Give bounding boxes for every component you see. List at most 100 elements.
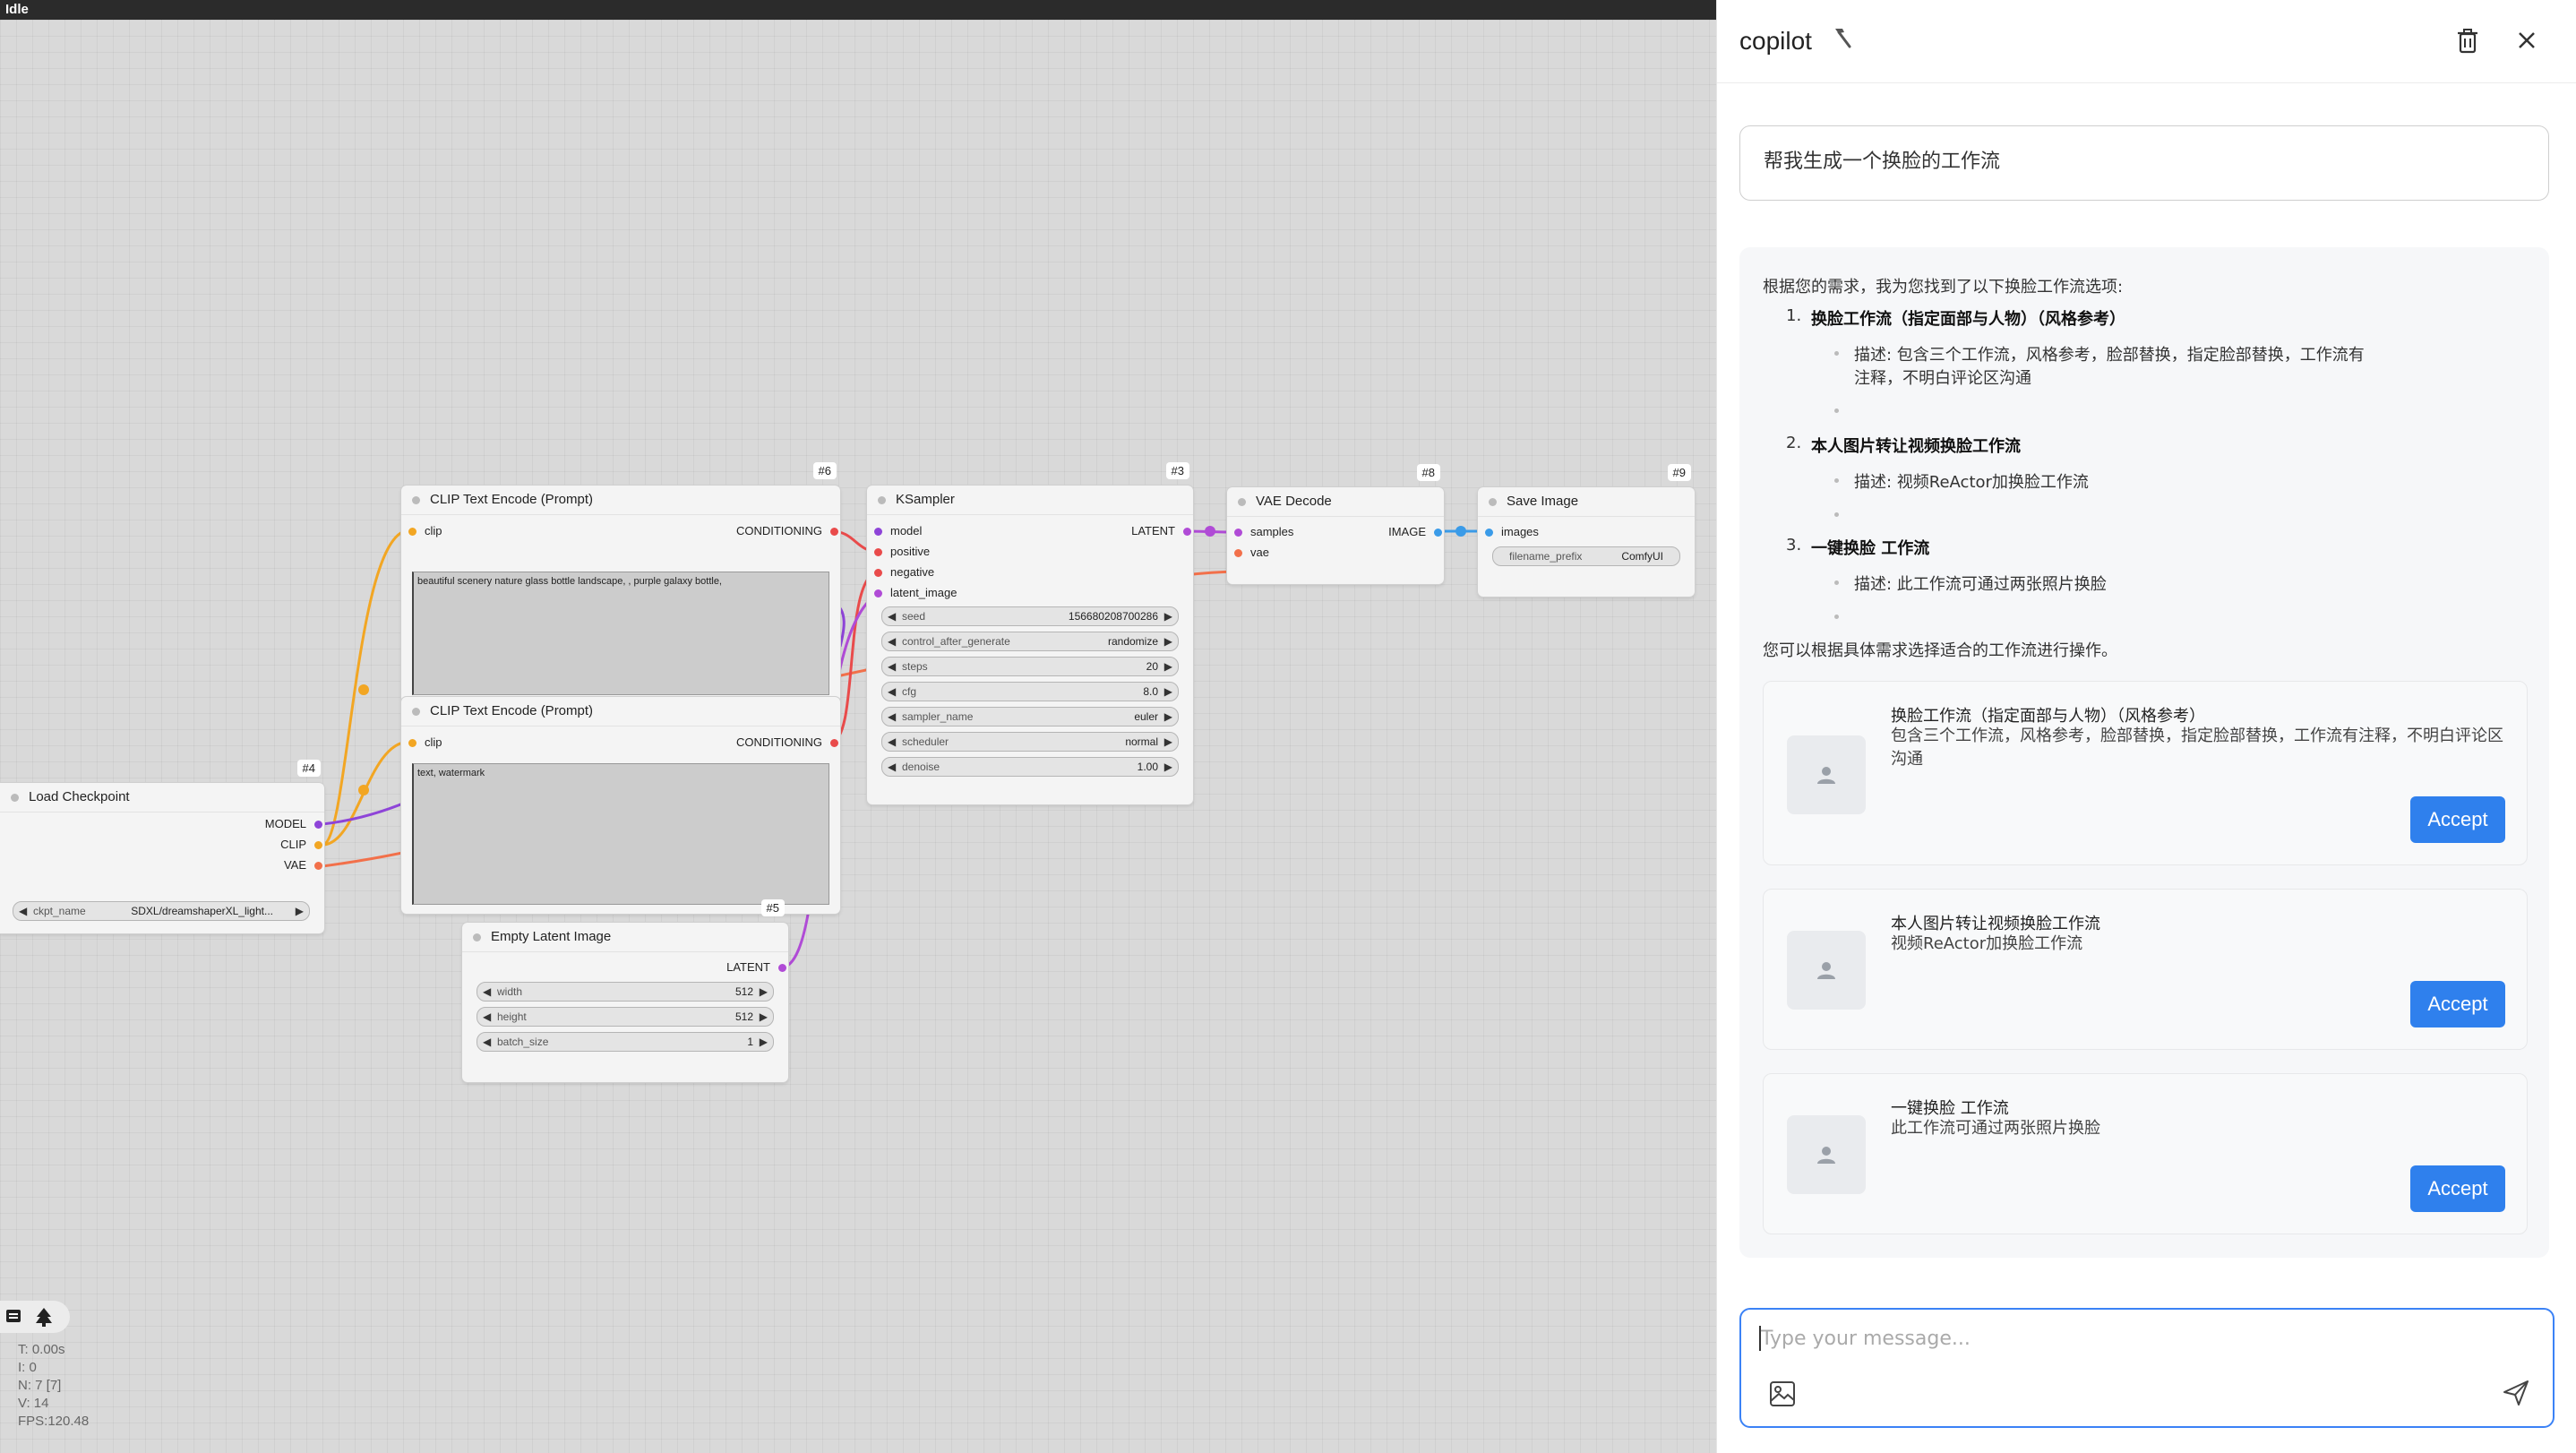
card-title: 本人图片转让视频换脸工作流	[1891, 911, 2100, 934]
widget-scheduler[interactable]: ◀schedulernormal▶	[881, 732, 1179, 752]
widget-cfg[interactable]: ◀cfg8.0▶	[881, 682, 1179, 701]
input-samples[interactable]: samples	[1234, 524, 1293, 540]
workflow-card: 一键换脸 工作流 此工作流可通过两张照片换脸 Accept	[1763, 1073, 2528, 1234]
output-latent[interactable]: LATENT	[1131, 523, 1191, 539]
widget-seed[interactable]: ◀seed156680208700286▶	[881, 606, 1179, 626]
input-negative[interactable]: negative	[874, 564, 934, 580]
avatar	[1787, 1115, 1866, 1194]
workflow-card: 本人图片转让视频换脸工作流 视频ReActor加换脸工作流 Accept	[1763, 889, 2528, 1050]
input-vae[interactable]: vae	[1234, 545, 1269, 561]
node-id: #3	[1166, 462, 1189, 479]
item-number: 1.	[1786, 306, 1801, 325]
close-icon[interactable]	[2511, 24, 2543, 56]
user-message: 帮我生成一个换脸的工作流	[1739, 125, 2549, 201]
item-desc: 描述: 此工作流可通过两张照片换脸	[1854, 572, 2107, 595]
node-graph-canvas[interactable]: #6 CLIP Text Encode (Prompt) clip CONDIT…	[0, 20, 1716, 1453]
response-outro: 您可以根据具体需求选择适合的工作流进行操作。	[1763, 638, 2117, 661]
accept-button[interactable]: Accept	[2410, 1165, 2505, 1212]
accept-button[interactable]: Accept	[2410, 981, 2505, 1027]
stat-v: V: 14	[18, 1395, 89, 1413]
prompt-textarea[interactable]: text, watermark	[412, 763, 829, 905]
input-latent-image[interactable]: latent_image	[874, 585, 957, 601]
node-id: #6	[813, 462, 837, 479]
image-upload-icon[interactable]	[1768, 1380, 1797, 1408]
card-desc: 此工作流可通过两张照片换脸	[1891, 1117, 2509, 1140]
widget-control-after-generate[interactable]: ◀control_after_generaterandomize▶	[881, 632, 1179, 651]
input-clip[interactable]: clip	[408, 735, 442, 751]
render-stats: T: 0.00s I: 0 N: 7 [7] V: 14 FPS:120.48	[18, 1341, 89, 1431]
copilot-title: copilot	[1739, 27, 1812, 56]
node-id: #8	[1417, 464, 1440, 481]
status-text: Idle	[5, 2, 29, 17]
avatar	[1787, 931, 1866, 1010]
node-title[interactable]: CLIP Text Encode (Prompt)	[401, 486, 840, 515]
item-desc: 描述: 视频ReActor加换脸工作流	[1854, 469, 2089, 493]
hammer-icon	[1828, 25, 1853, 54]
node-id: #5	[761, 899, 785, 916]
stat-i: I: 0	[18, 1359, 89, 1377]
node-title[interactable]: KSampler	[867, 486, 1193, 515]
trash-icon[interactable]	[2451, 24, 2484, 56]
widget-steps[interactable]: ◀steps20▶	[881, 657, 1179, 676]
widget-filename-prefix[interactable]: filename_prefixComfyUI	[1492, 546, 1680, 566]
item-number: 2.	[1786, 434, 1801, 452]
item-desc: 描述: 包含三个工作流，风格参考，脸部替换，指定脸部替换，工作流有	[1854, 342, 2365, 365]
workflow-card: 换脸工作流（指定面部与人物）（风格参考） 包含三个工作流，风格参考，脸部替换，指…	[1763, 681, 2528, 865]
node-title[interactable]: Empty Latent Image	[462, 923, 788, 952]
widget-sampler-name[interactable]: ◀sampler_nameeuler▶	[881, 707, 1179, 726]
widget-height[interactable]: ◀height512▶	[477, 1007, 774, 1027]
node-title[interactable]: CLIP Text Encode (Prompt)	[401, 697, 840, 726]
output-clip[interactable]: CLIP	[280, 837, 322, 853]
vae-decode-node[interactable]: #8 VAE Decode samples vae IMAGE	[1227, 487, 1444, 584]
input-clip[interactable]: clip	[408, 523, 442, 539]
stat-fps: FPS:120.48	[18, 1413, 89, 1431]
output-conditioning[interactable]: CONDITIONING	[736, 523, 838, 539]
load-checkpoint-node[interactable]: #4 Load Checkpoint MODEL CLIP VAE ◀ckpt_…	[0, 783, 324, 933]
card-title: 一键换脸 工作流	[1891, 1096, 2009, 1119]
copilot-header: copilot	[1717, 0, 2576, 83]
clip-text-encode-positive-node[interactable]: #6 CLIP Text Encode (Prompt) clip CONDIT…	[401, 486, 840, 702]
item-number: 3.	[1786, 536, 1801, 555]
response-intro: 根据您的需求，我为您找到了以下换脸工作流选项:	[1763, 274, 2123, 297]
save-image-node[interactable]: #9 Save Image images filename_prefixComf…	[1478, 487, 1695, 597]
prompt-textarea[interactable]: beautiful scenery nature glass bottle la…	[412, 572, 829, 695]
ksampler-node[interactable]: #3 KSampler model positive negative late…	[867, 486, 1193, 804]
widget-batch-size[interactable]: ◀batch_size1▶	[477, 1032, 774, 1052]
item-title: 一键换脸 工作流	[1811, 536, 1929, 559]
node-title[interactable]: VAE Decode	[1227, 487, 1444, 517]
stat-nodes: N: 7 [7]	[18, 1377, 89, 1395]
input-images[interactable]: images	[1485, 524, 1539, 540]
widget-ckpt-name[interactable]: ◀ckpt_nameSDXL/dreamshaperXL_light...▶	[13, 901, 310, 921]
send-icon[interactable]	[2501, 1378, 2531, 1408]
node-title[interactable]: Load Checkpoint	[0, 783, 324, 812]
node-id: #9	[1668, 464, 1691, 481]
card-desc: 包含三个工作流，风格参考，脸部替换，指定脸部替换，工作流有注释，不明白评论区沟通	[1891, 725, 2509, 771]
assistant-message: 根据您的需求，我为您找到了以下换脸工作流选项: 1. 换脸工作流（指定面部与人物…	[1739, 247, 2549, 1258]
item-title: 本人图片转让视频换脸工作流	[1811, 434, 2021, 457]
accept-button[interactable]: Accept	[2410, 796, 2505, 843]
clip-text-encode-negative-node[interactable]: CLIP Text Encode (Prompt) clip CONDITION…	[401, 697, 840, 914]
card-title: 换脸工作流（指定面部与人物）（风格参考）	[1891, 703, 2205, 726]
output-model[interactable]: MODEL	[265, 816, 322, 832]
output-conditioning[interactable]: CONDITIONING	[736, 735, 838, 751]
user-icon	[1816, 959, 1837, 981]
node-title[interactable]: Save Image	[1478, 487, 1695, 517]
node-id: #4	[297, 760, 321, 777]
input-model[interactable]: model	[874, 523, 922, 539]
widget-width[interactable]: ◀width512▶	[477, 982, 774, 1002]
output-vae[interactable]: VAE	[284, 857, 322, 873]
message-input[interactable]: Type your message...	[1739, 1308, 2555, 1428]
graph-links	[0, 20, 1716, 1453]
empty-latent-image-node[interactable]: #5 Empty Latent Image LATENT ◀width512▶ …	[462, 923, 788, 1082]
message-placeholder: Type your message...	[1761, 1328, 1971, 1350]
canvas-toolbar	[0, 1301, 70, 1333]
tree-icon[interactable]	[34, 1307, 54, 1327]
user-icon	[1816, 764, 1837, 786]
card-desc: 视频ReActor加换脸工作流	[1891, 933, 2509, 956]
output-image[interactable]: IMAGE	[1388, 524, 1442, 540]
input-positive[interactable]: positive	[874, 544, 930, 560]
item-desc-cont: 注释，不明白评论区沟通	[1854, 365, 2031, 389]
widget-denoise[interactable]: ◀denoise1.00▶	[881, 757, 1179, 777]
output-latent[interactable]: LATENT	[726, 959, 786, 976]
queue-icon[interactable]	[5, 1308, 21, 1324]
